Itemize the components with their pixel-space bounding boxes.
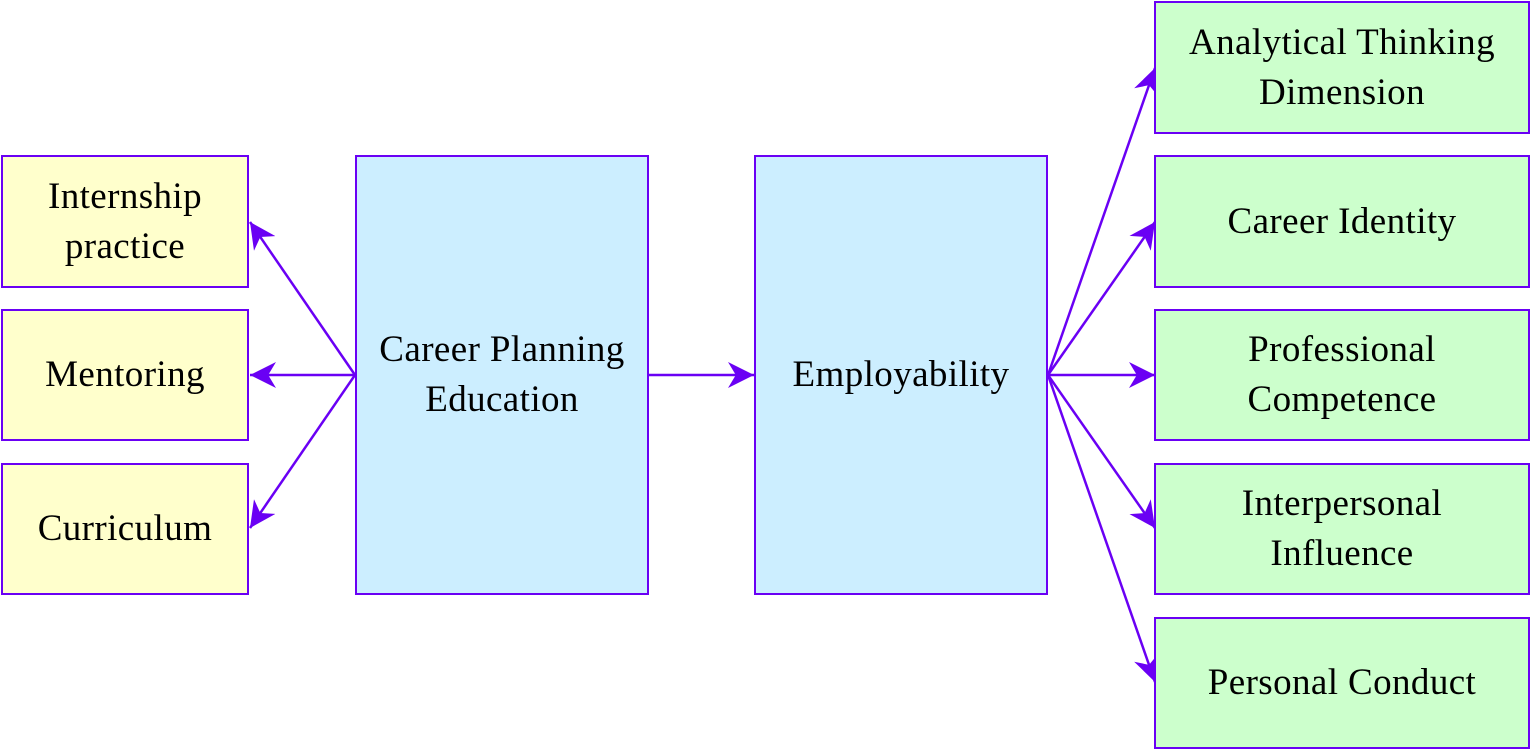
node-personal-conduct-label: Personal Conduct xyxy=(1207,662,1477,703)
node-mentoring-label: Mentoring xyxy=(45,354,205,395)
node-curriculum: Curriculum xyxy=(1,463,249,595)
node-internship-line-1: Internship xyxy=(47,175,203,217)
node-employability-label: Employability xyxy=(792,354,1010,395)
node-mentoring: Mentoring xyxy=(1,309,249,441)
node-internship-practice: Internship practice xyxy=(1,155,249,288)
node-interpersonal-influence: Interpersonal Influence xyxy=(1154,463,1530,595)
node-interpersonal-line-2: Influence xyxy=(1270,533,1414,574)
edge-employability-to-analytical xyxy=(1046,67,1159,376)
node-professional-competence: Professional Competence xyxy=(1154,309,1530,441)
node-interpersonal-line-1: Interpersonal xyxy=(1241,483,1443,524)
node-career-identity: Career Identity xyxy=(1154,155,1530,288)
edge-employability-to-conduct xyxy=(1046,374,1159,683)
node-curriculum-label: Curriculum xyxy=(37,508,213,549)
node-competence-line-1: Professional xyxy=(1248,329,1436,370)
node-analytical-line-2: Dimension xyxy=(1259,71,1425,113)
node-competence-line-2: Competence xyxy=(1247,379,1437,420)
node-career-planning-line-2: Education xyxy=(425,379,579,420)
node-career-planning-education: Career Planning Education xyxy=(355,155,649,595)
node-employability: Employability xyxy=(754,155,1048,595)
node-analytical-line-1: Analytical Thinking xyxy=(1189,21,1495,63)
node-career-planning-line-1: Career Planning xyxy=(379,329,625,370)
node-internship-line-2: practice xyxy=(64,225,186,267)
edge-employability-to-interpersonal xyxy=(1046,374,1157,529)
edge-cpe-to-curriculum xyxy=(248,374,357,529)
edge-employability-to-career-identity xyxy=(1046,221,1157,376)
node-personal-conduct: Personal Conduct xyxy=(1154,617,1530,749)
node-career-identity-label: Career Identity xyxy=(1227,200,1457,242)
node-analytical-thinking-dimension: Analytical Thinking Dimension xyxy=(1154,1,1530,134)
edge-cpe-to-internship xyxy=(248,221,357,376)
